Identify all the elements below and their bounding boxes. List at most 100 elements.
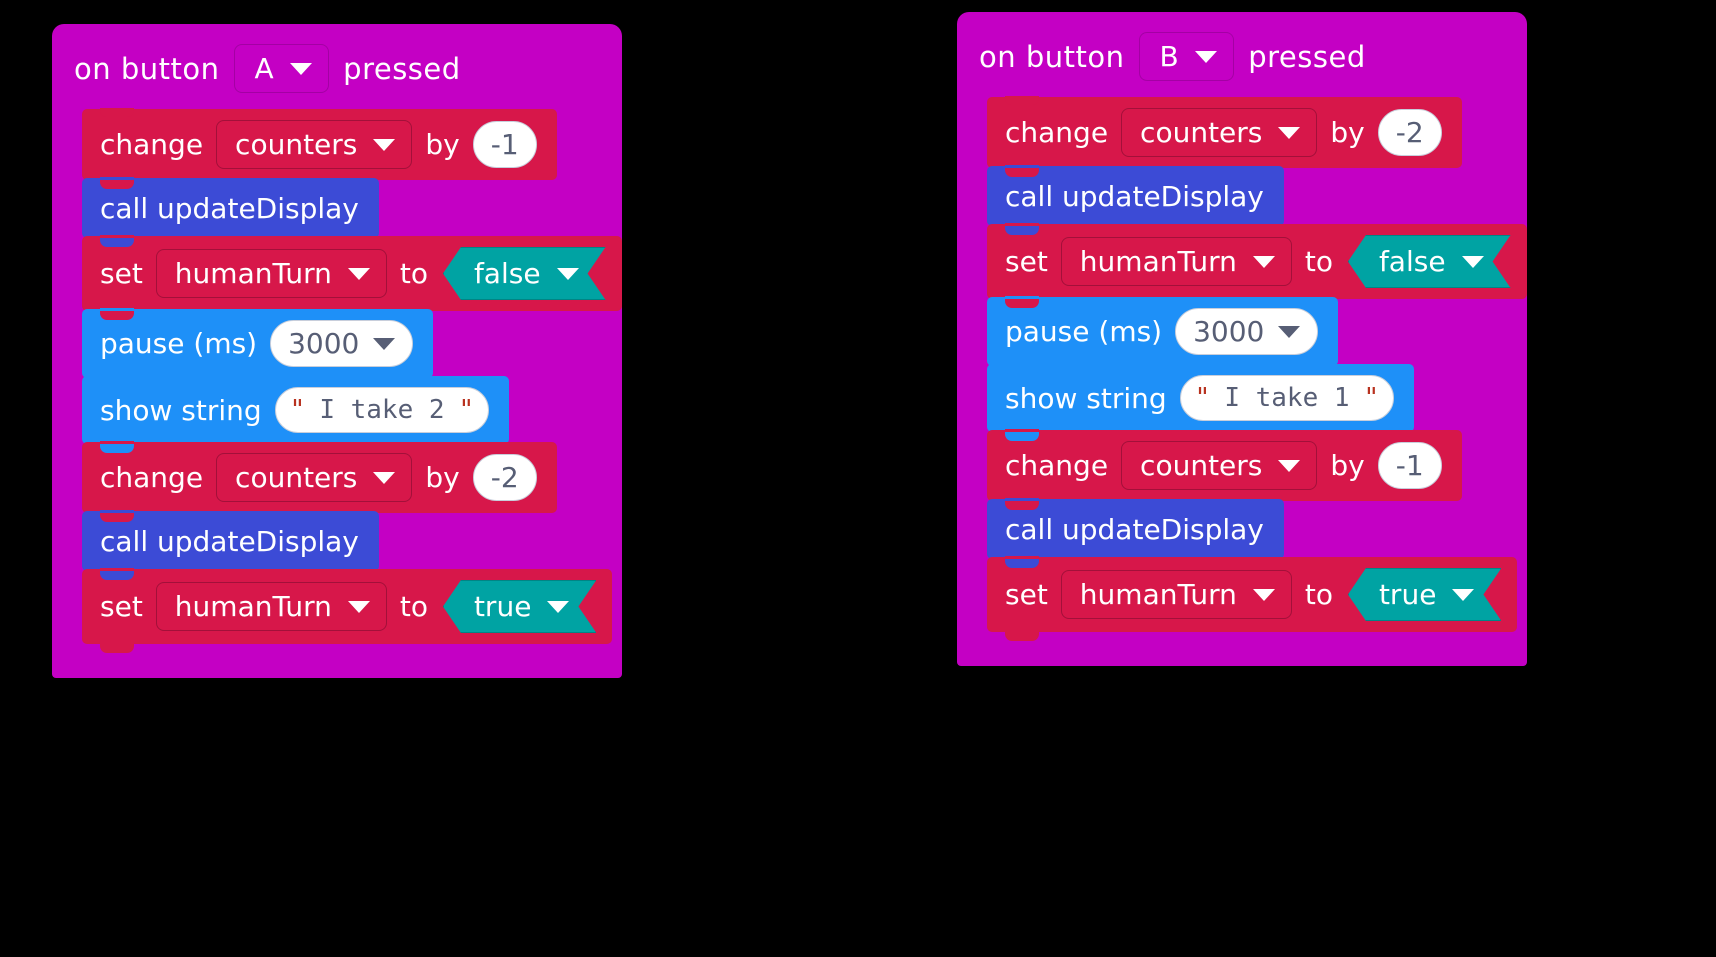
hat-suffix-label: pressed bbox=[1248, 39, 1366, 74]
pause-duration-value: 3000 bbox=[1193, 315, 1265, 348]
call-function-block[interactable]: call updateDisplay bbox=[82, 177, 379, 247]
set-label: set bbox=[1005, 578, 1048, 611]
variable-dropdown[interactable]: counters bbox=[216, 453, 413, 502]
pause-duration-dropdown[interactable]: 3000 bbox=[270, 320, 414, 367]
variable-dropdown[interactable]: humanTurn bbox=[1060, 237, 1292, 286]
chevron-down-icon bbox=[1452, 589, 1474, 601]
change-amount-input[interactable]: -2 bbox=[1377, 109, 1442, 156]
boolean-value: true bbox=[473, 590, 532, 623]
variable-dropdown[interactable]: humanTurn bbox=[155, 582, 387, 631]
change-label: change bbox=[100, 461, 204, 494]
boolean-reporter[interactable]: true bbox=[1348, 568, 1501, 621]
set-variable-block[interactable]: set humanTurn to true bbox=[987, 556, 1518, 641]
by-label: by bbox=[425, 461, 460, 494]
variable-name: counters bbox=[1140, 449, 1263, 482]
event-hat-row-b: on button B pressed bbox=[957, 12, 1527, 99]
hat-body-a: change counters by -1 call updateDisplay… bbox=[52, 108, 622, 653]
set-variable-block[interactable]: set humanTurn to false bbox=[82, 235, 622, 320]
show-string-block[interactable]: show string " I take 2 " bbox=[82, 375, 510, 453]
script-button-a[interactable]: on button A pressed change counters by bbox=[52, 24, 622, 678]
variable-name: counters bbox=[235, 461, 358, 494]
show-string-value: I take 1 bbox=[1224, 383, 1350, 413]
call-function-label: call updateDisplay bbox=[100, 191, 359, 225]
set-label: set bbox=[1005, 245, 1048, 278]
show-string-label: show string bbox=[100, 393, 262, 427]
call-function-label: call updateDisplay bbox=[1005, 512, 1264, 546]
hat-foot-b bbox=[957, 632, 1527, 666]
pause-label: pause (ms) bbox=[1005, 315, 1163, 348]
by-label: by bbox=[1330, 116, 1365, 149]
chevron-down-icon bbox=[1278, 126, 1301, 139]
change-amount-input[interactable]: -2 bbox=[472, 454, 537, 501]
variable-name: humanTurn bbox=[174, 257, 332, 290]
variable-dropdown[interactable]: counters bbox=[216, 120, 413, 169]
boolean-reporter[interactable]: true bbox=[443, 580, 596, 633]
hat-body-b: change counters by -2 call updateDisplay… bbox=[957, 96, 1527, 641]
change-variable-block[interactable]: change counters by -1 bbox=[987, 429, 1462, 510]
event-hat-block-a[interactable]: on button A pressed change counters by bbox=[52, 24, 622, 678]
change-amount-value: -2 bbox=[1395, 116, 1424, 149]
change-amount-input[interactable]: -1 bbox=[472, 121, 537, 168]
call-function-label: call updateDisplay bbox=[1005, 179, 1264, 213]
script-button-b[interactable]: on button B pressed change counters by bbox=[957, 12, 1527, 666]
by-label: by bbox=[1330, 449, 1365, 482]
chevron-down-icon bbox=[547, 601, 569, 613]
to-label: to bbox=[399, 590, 428, 623]
chevron-down-icon bbox=[557, 268, 579, 280]
variable-name: counters bbox=[1140, 116, 1263, 149]
to-label: to bbox=[1304, 245, 1333, 278]
quote-open: " bbox=[1194, 383, 1211, 413]
event-hat-row-a: on button A pressed bbox=[52, 24, 622, 111]
change-variable-block[interactable]: change counters by -2 bbox=[82, 441, 557, 522]
to-label: to bbox=[1304, 578, 1333, 611]
boolean-reporter[interactable]: false bbox=[1348, 235, 1511, 288]
hat-suffix-label: pressed bbox=[343, 51, 461, 86]
variable-dropdown[interactable]: humanTurn bbox=[1060, 570, 1292, 619]
button-dropdown-value: B bbox=[1159, 40, 1180, 73]
chevron-down-icon bbox=[373, 471, 396, 484]
pause-duration-value: 3000 bbox=[288, 327, 360, 360]
change-amount-input[interactable]: -1 bbox=[1377, 442, 1442, 489]
show-string-block[interactable]: show string " I take 1 " bbox=[987, 363, 1415, 441]
call-function-block[interactable]: call updateDisplay bbox=[987, 498, 1284, 568]
change-amount-value: -1 bbox=[1395, 449, 1424, 482]
pause-block[interactable]: pause (ms) 3000 bbox=[82, 308, 434, 387]
show-string-value: I take 2 bbox=[319, 395, 445, 425]
variable-dropdown[interactable]: counters bbox=[1121, 108, 1318, 157]
set-variable-block[interactable]: set humanTurn to false bbox=[987, 223, 1527, 308]
boolean-reporter[interactable]: false bbox=[443, 247, 606, 300]
call-function-block[interactable]: call updateDisplay bbox=[82, 510, 379, 580]
set-label: set bbox=[100, 590, 143, 623]
button-dropdown-a[interactable]: A bbox=[233, 44, 330, 93]
show-string-input[interactable]: " I take 1 " bbox=[1179, 375, 1395, 421]
change-label: change bbox=[1005, 449, 1109, 482]
change-variable-block[interactable]: change counters by -2 bbox=[987, 96, 1462, 177]
variable-dropdown[interactable]: humanTurn bbox=[155, 249, 387, 298]
show-string-input[interactable]: " I take 2 " bbox=[274, 387, 490, 433]
hat-prefix-label: on button bbox=[979, 39, 1125, 74]
pause-label: pause (ms) bbox=[100, 327, 258, 360]
change-label: change bbox=[100, 128, 204, 161]
pause-duration-dropdown[interactable]: 3000 bbox=[1175, 308, 1319, 355]
change-amount-value: -2 bbox=[490, 461, 519, 494]
button-dropdown-b[interactable]: B bbox=[1138, 32, 1235, 81]
change-variable-block[interactable]: change counters by -1 bbox=[82, 108, 557, 189]
chevron-down-icon bbox=[1252, 588, 1275, 601]
chevron-down-icon bbox=[373, 138, 396, 151]
chevron-down-icon bbox=[1462, 256, 1484, 268]
chevron-down-icon bbox=[347, 600, 370, 613]
chevron-down-icon bbox=[1278, 459, 1301, 472]
chevron-down-icon bbox=[290, 62, 313, 75]
variable-name: humanTurn bbox=[1079, 578, 1237, 611]
event-hat-block-b[interactable]: on button B pressed change counters by bbox=[957, 12, 1527, 666]
set-variable-block[interactable]: set humanTurn to true bbox=[82, 568, 613, 653]
to-label: to bbox=[399, 257, 428, 290]
hat-prefix-label: on button bbox=[74, 51, 220, 86]
variable-name: humanTurn bbox=[174, 590, 332, 623]
button-dropdown-value: A bbox=[254, 52, 275, 85]
variable-dropdown[interactable]: counters bbox=[1121, 441, 1318, 490]
chevron-down-icon bbox=[1278, 325, 1301, 338]
pause-block[interactable]: pause (ms) 3000 bbox=[987, 296, 1339, 375]
set-label: set bbox=[100, 257, 143, 290]
